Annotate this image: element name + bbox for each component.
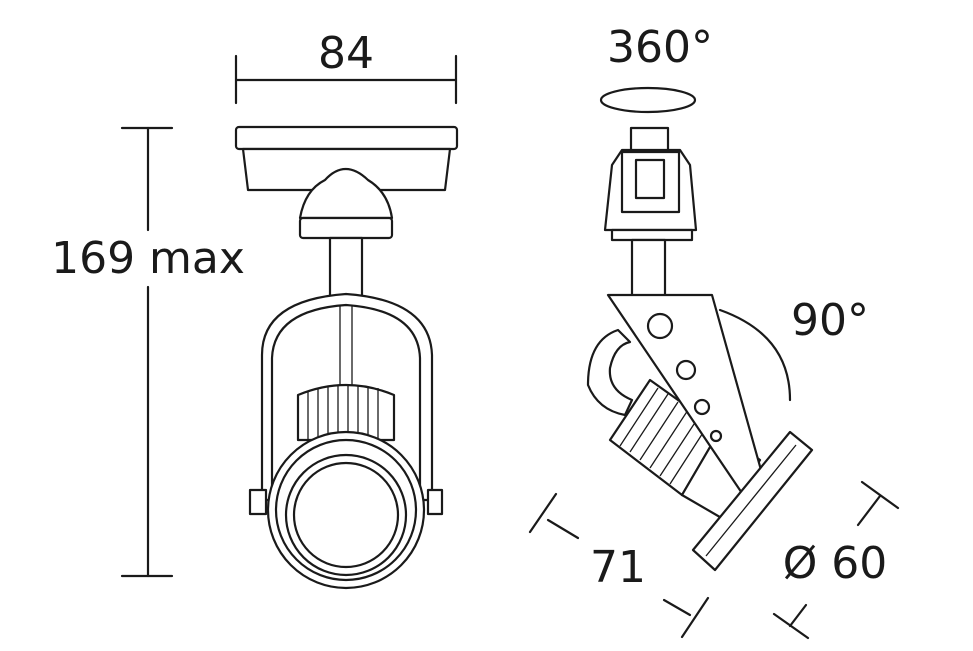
height-label: 169 max [51,233,245,284]
side-view-spotlight: 360° 90° [586,22,869,572]
width-label: 84 [318,28,374,79]
rotation-arrow-icon [599,86,697,114]
tilt-label: 90° [791,295,869,346]
rotation-label: 360° [607,22,713,73]
length-dimension: 71 [528,492,710,639]
width-dimension: 84 [234,28,458,105]
length-label: 71 [590,542,646,593]
front-view-spotlight [234,125,459,590]
diameter-label: Ø 60 [783,538,888,589]
height-dimension: 169 max [51,126,245,578]
diameter-dimension: Ø 60 [772,480,900,640]
